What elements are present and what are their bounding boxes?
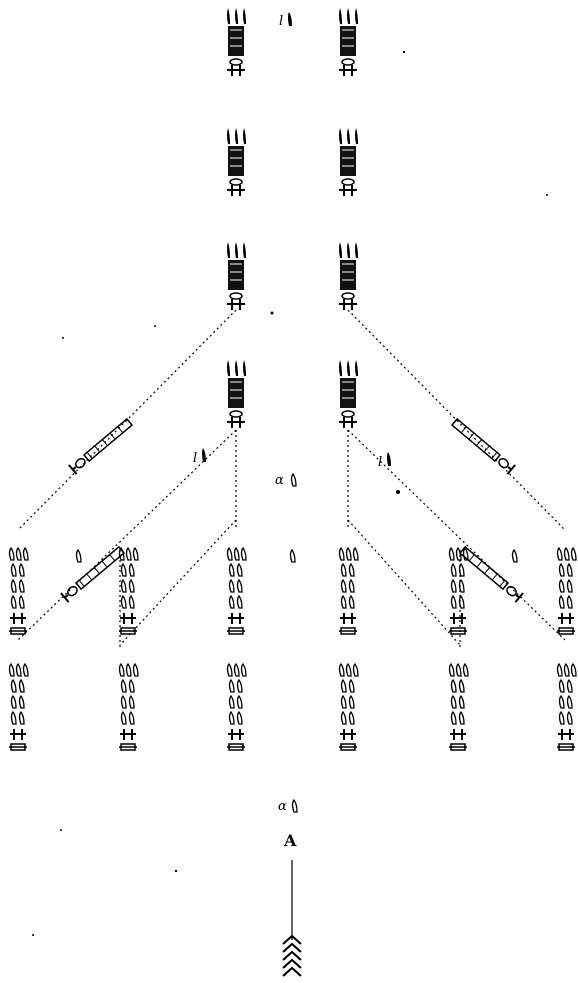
arrow-letter-label: A bbox=[283, 831, 297, 850]
cannon-icon bbox=[449, 416, 517, 476]
specks bbox=[32, 50, 548, 936]
bottom-marker-figure bbox=[291, 798, 298, 813]
cannon-icon bbox=[59, 544, 127, 604]
dark-columns-right bbox=[338, 7, 359, 429]
cannon-icon bbox=[457, 544, 525, 604]
bottom-marker-label: α bbox=[278, 799, 287, 814]
left-marker-label: l bbox=[193, 451, 197, 466]
marker-figures bbox=[202, 12, 391, 466]
single-figures bbox=[75, 548, 518, 563]
dark-columns-left bbox=[226, 7, 247, 429]
right-marker-label: l bbox=[378, 455, 382, 470]
top-marker-label: l bbox=[279, 14, 283, 29]
center-marker-label: α bbox=[275, 473, 284, 488]
arrow-fletching-icon bbox=[282, 935, 302, 977]
center-marker-figure bbox=[290, 472, 297, 487]
